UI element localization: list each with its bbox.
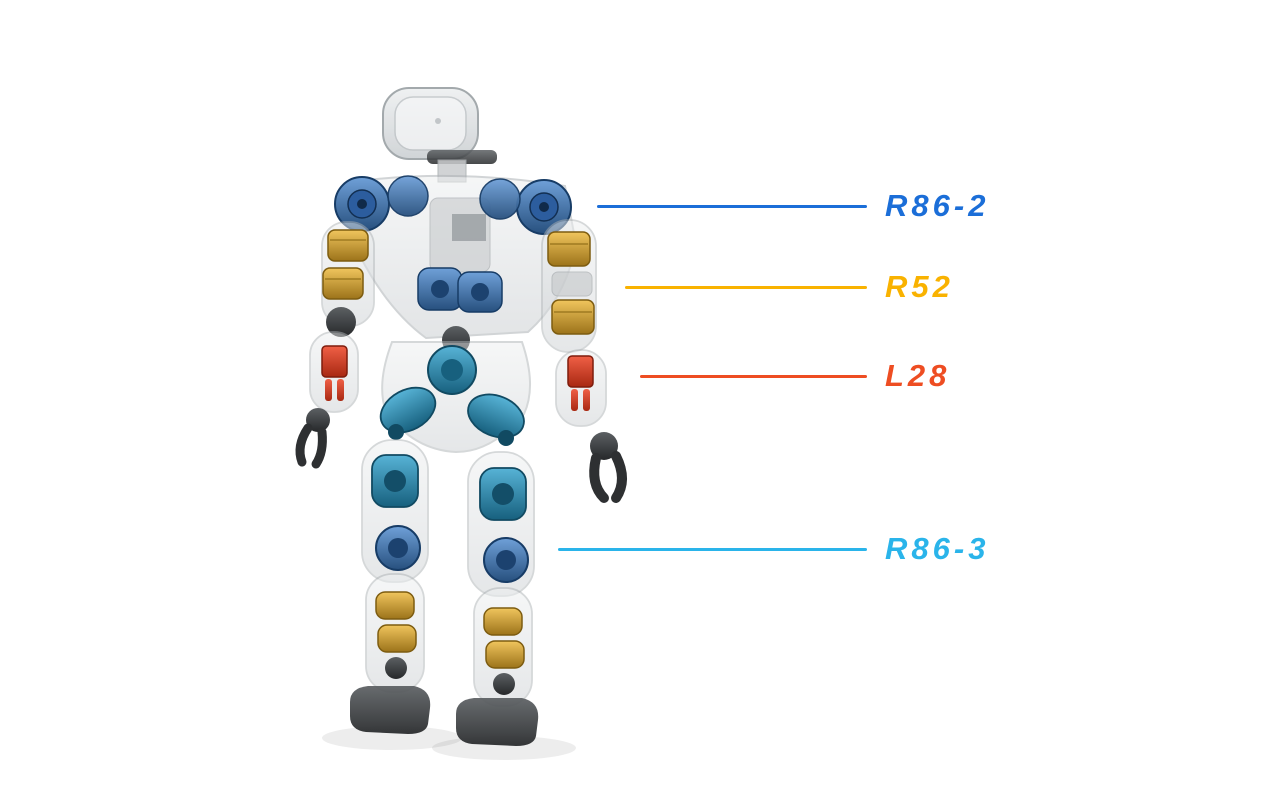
right-leg	[456, 451, 539, 746]
left-upper-arm-actuator-gold	[322, 229, 369, 300]
left-forearm-actuator-red	[321, 345, 348, 401]
robot-head	[382, 87, 497, 183]
right-hand	[589, 432, 627, 503]
left-hand	[295, 408, 330, 469]
left-elbow-joint	[326, 307, 356, 337]
floor-shadow	[322, 726, 576, 760]
callout-shoulder-actuator: R86-2	[597, 186, 989, 226]
callout-line	[625, 285, 867, 289]
pelvis	[379, 341, 532, 454]
left-foot	[350, 686, 431, 734]
left-leg	[350, 439, 431, 734]
callout-line	[558, 547, 867, 551]
left-knee-actuator-blue	[375, 525, 421, 571]
hip-actuators-teal	[379, 345, 525, 446]
left-ankle-actuators-gold	[375, 591, 417, 679]
callout-label: R86-3	[885, 531, 990, 566]
callout-forearm-actuator: L28	[640, 356, 950, 396]
right-knee-actuator-blue	[483, 537, 529, 583]
abdomen-actuators	[417, 267, 503, 354]
callout-label: R86-2	[885, 188, 990, 223]
callout-knee-actuator: R86-3	[558, 529, 989, 569]
right-upper-arm-actuator-gold	[547, 231, 595, 335]
callout-label: L28	[885, 358, 951, 393]
callout-line	[597, 204, 867, 208]
left-arm	[295, 221, 375, 469]
shoulder-actuators	[334, 175, 572, 235]
right-forearm-actuator-red	[567, 355, 594, 411]
right-ankle-actuators-gold	[483, 607, 525, 695]
right-arm	[541, 219, 627, 503]
right-foot	[456, 698, 539, 746]
callout-line	[640, 374, 867, 378]
callout-label: R52	[885, 269, 954, 304]
callout-upper-arm-actuator: R52	[625, 267, 954, 307]
